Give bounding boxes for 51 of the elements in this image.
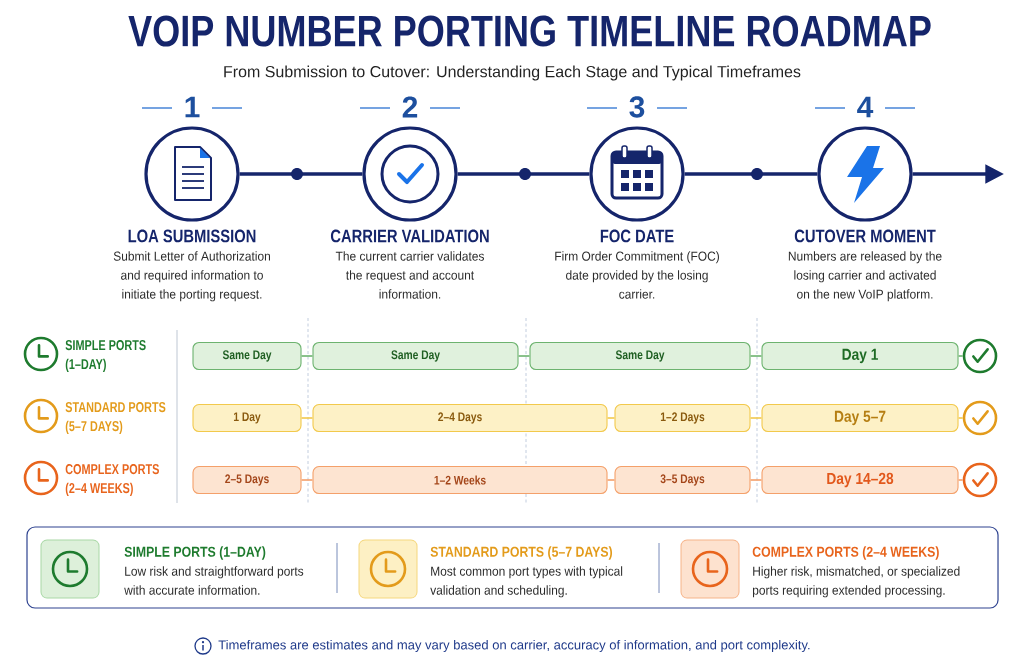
panel-heading: SIMPLE PORTS (1–DAY) [124, 546, 266, 560]
row-label: SIMPLE PORTS (1–DAY) [65, 340, 146, 372]
panel-description: Most common port types with typical validation and scheduling. [430, 566, 623, 598]
row-label: COMPLEX PORTS (2–4 WEEKS) [65, 464, 159, 496]
connector-line [300, 417, 314, 419]
row-label: STANDARD PORTS (5–7 DAYS) [65, 402, 166, 434]
stage-heading: CARRIER VALIDATION [330, 229, 489, 243]
connector-line [606, 417, 616, 419]
timeline-line [457, 172, 590, 176]
stage-description: Firm Order Commitment (FOC) date provided by the losing carrier. [555, 251, 719, 299]
connector-line [749, 355, 763, 357]
stage-description: The current carrier validates the request and account information. [335, 251, 484, 299]
connector-line [957, 355, 964, 357]
title: VOIP NUMBER PORTING TIMELINE ROADMAP [128, 15, 931, 47]
connector-line [957, 417, 964, 419]
panel-description: Low risk and straightforward ports with accurate information. [124, 566, 304, 595]
connector-line [517, 355, 531, 357]
step-number: 2 [402, 96, 418, 118]
connector-line [749, 479, 763, 481]
panel-description: Higher risk, mismatched, or specialized ports requiring extended processing. [753, 566, 960, 598]
stage-description: Numbers are released by the losing carrier and activated on the new VoIP platform. [788, 251, 942, 302]
footnote: Timeframes are estimates and may vary based on carrier, accuracy of information, and port complexity. [218, 639, 810, 653]
stage-description: Submit Letter of Authorization and required information to initiate the porting request. [113, 251, 270, 302]
duration-bar: 2–4 Days [312, 403, 608, 433]
duration-bar: Day 5–7 [761, 403, 959, 433]
duration-bar: 2–5 Days [192, 465, 302, 495]
timeline-line [239, 172, 363, 176]
duration-bar: Day 1 [761, 341, 959, 371]
stage-heading: CUTOVER MOMENT [794, 229, 936, 243]
panel-heading: STANDARD PORTS (5–7 DAYS) [430, 546, 613, 560]
stage-heading: FOC DATE [600, 229, 674, 243]
subtitle: From Submission to Cutover: Understanding Each Stage and Typical Timeframes [224, 65, 801, 81]
duration-bar: Day 14–28 [761, 465, 959, 495]
step-number: 4 [857, 96, 874, 118]
duration-bar: Same Day [192, 341, 302, 371]
connector-line [606, 479, 616, 481]
duration-bar: 3–5 Days [614, 465, 751, 495]
step-number: 3 [629, 96, 645, 118]
duration-bar: 1–2 Weeks [312, 465, 608, 495]
duration-bar: Same Day [312, 341, 519, 371]
step-number: 1 [185, 96, 200, 118]
panel-heading: COMPLEX PORTS (2–4 WEEKS) [752, 546, 939, 560]
duration-bar: 1 Day [192, 403, 302, 433]
duration-bar: 1–2 Days [614, 403, 751, 433]
timeline-line [684, 172, 818, 176]
duration-bar: Same Day [529, 341, 751, 371]
connector-line [957, 479, 964, 481]
connector-line [300, 355, 314, 357]
stage-heading: LOA SUBMISSION [128, 229, 256, 243]
connector-line [300, 479, 314, 481]
connector-line [749, 417, 763, 419]
